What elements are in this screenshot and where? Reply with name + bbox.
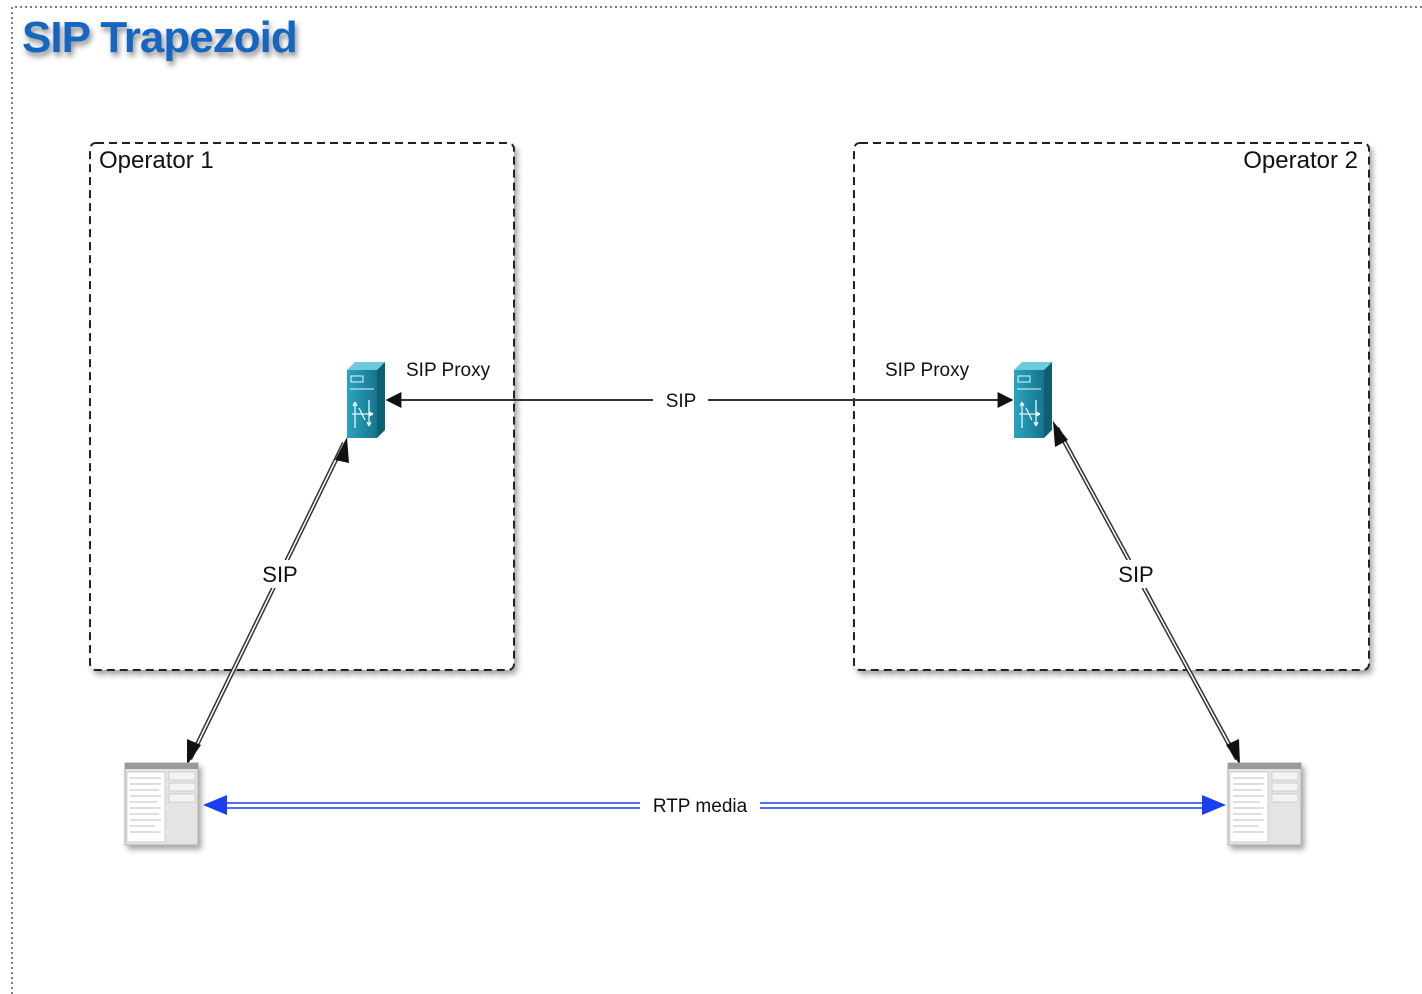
left-proxy-label: SIP Proxy (406, 360, 491, 381)
proxy-sip-link: SIP (385, 391, 1014, 412)
right-sip-proxy: SIP Proxy (885, 360, 1052, 438)
operator-1-label: Operator 1 (99, 147, 214, 174)
softphone-window-icon (1227, 762, 1302, 846)
operator-1-box (89, 142, 515, 671)
right-access-label: SIP (1118, 562, 1153, 587)
proxy-link-label: SIP (666, 391, 697, 412)
left-access-arrow-top (335, 437, 349, 463)
operator-2-label: Operator 2 (1243, 147, 1358, 174)
left-sip-proxy: SIP Proxy (347, 360, 491, 438)
operator-2-domain: Operator 2 (853, 142, 1370, 671)
right-access-sip-link: SIP (1053, 421, 1240, 765)
rtp-arrow-left (203, 795, 227, 815)
rtp-arrow-right (1202, 795, 1226, 815)
server-icon (1014, 362, 1052, 438)
right-access-arrow-bottom (1226, 739, 1240, 765)
page-title: SIP Trapezoid (22, 13, 297, 62)
rtp-media-label: RTP media (653, 796, 748, 817)
left-access-sip-link: SIP (187, 437, 349, 765)
left-access-label: SIP (262, 562, 297, 587)
server-icon (347, 362, 385, 438)
operator-1-domain: Operator 1 (89, 142, 515, 671)
right-proxy-label: SIP Proxy (885, 360, 970, 381)
left-client (124, 762, 199, 846)
rtp-media-link: RTP media (203, 795, 1226, 817)
right-access-arrow-top (1053, 421, 1068, 447)
right-client (1227, 762, 1302, 846)
operator-2-box (853, 142, 1370, 671)
page-frame (11, 6, 1422, 994)
softphone-window-icon (124, 762, 199, 846)
left-access-arrow-bottom (187, 739, 201, 765)
